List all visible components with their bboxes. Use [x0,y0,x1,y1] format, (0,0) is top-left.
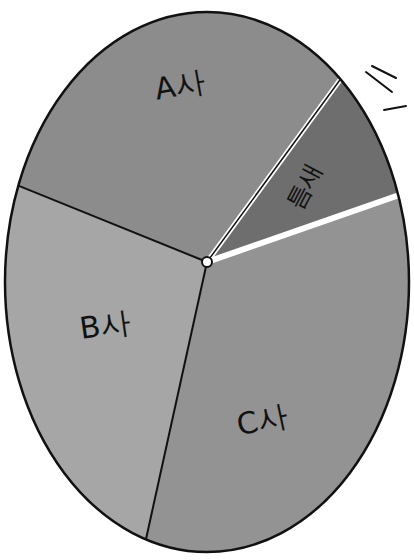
emphasis-marks [366,66,406,110]
region-label: B사 [73,301,137,350]
oval-outline [5,12,409,552]
divider-line [0,154,207,262]
region-label-box: B사 [73,301,137,350]
hub-dot [202,257,212,267]
divider-line [207,0,414,262]
region-b [0,154,207,560]
divider-line-white [207,0,414,262]
divider-line-white [207,100,414,262]
